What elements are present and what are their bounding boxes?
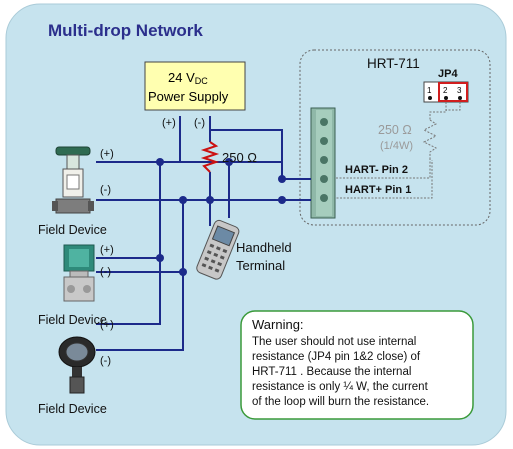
internal-resistor-value: 250 Ω <box>378 123 412 137</box>
warning-box <box>240 310 474 420</box>
handheld-terminal-icon <box>196 219 240 280</box>
power-supply-plus-label: (+) <box>162 117 176 129</box>
jp4-pin-1: 1 <box>427 86 432 95</box>
warning-line-5: of the loop will burn the resistance. <box>252 396 429 408</box>
warning-line-4: resistance is only ¼ W, the current <box>252 381 429 393</box>
power-supply-voltage: 24 VDC <box>168 70 208 86</box>
handheld-terminal-label-1: Handheld <box>236 240 292 255</box>
power-supply-box <box>144 61 246 111</box>
power-supply-voltage-sub: DC <box>195 76 208 86</box>
hrt711-module-label: HRT-711 <box>367 56 420 71</box>
warning-line-3: HRT-711 . Because the internal <box>252 366 411 378</box>
field-device-3-minus: (-) <box>100 355 111 367</box>
field-device-1-valve <box>52 146 94 214</box>
hrt711-module-box <box>299 49 491 226</box>
field-device-3-plus: (+) <box>100 319 114 331</box>
field-device-1-minus: (-) <box>100 184 111 196</box>
loop-resistor-value: 250 Ω <box>222 150 257 165</box>
jp4-pin-dot-1 <box>428 96 432 100</box>
warning-line-2: resistance (JP4 pin 1&2 close) of <box>252 351 421 363</box>
field-device-2-label: Field Device <box>38 313 107 327</box>
wire-junctions <box>156 158 286 276</box>
internal-resistor-rating: (1/4W) <box>380 140 413 152</box>
internal-resistor <box>326 102 461 179</box>
field-device-3-gauge <box>58 336 96 394</box>
jp4-pin-dot-3 <box>458 96 462 100</box>
network-wires <box>96 116 311 351</box>
jp4-pin-dot-2 <box>444 96 448 100</box>
hart-plus-label: HART+ Pin 1 <box>345 184 411 196</box>
jp4-pin-3: 3 <box>457 86 462 95</box>
field-device-1-label: Field Device <box>38 223 107 237</box>
warning-line-1: The user should not use internal <box>252 336 416 348</box>
field-device-2-plus: (+) <box>100 244 114 256</box>
field-device-2-transmitter <box>63 244 95 302</box>
terminal-block <box>310 107 336 219</box>
jp4-pin-2: 2 <box>443 86 448 95</box>
loop-resistor <box>200 141 220 173</box>
hart-plus-trace <box>326 160 433 199</box>
diagram-title: Multi-drop Network <box>48 21 203 40</box>
field-device-3-label: Field Device <box>38 402 107 416</box>
field-device-2-minus: (-) <box>100 266 111 278</box>
jp4-label: JP4 <box>438 68 458 80</box>
field-device-1-plus: (+) <box>100 148 114 160</box>
hart-minus-label: HART- Pin 2 <box>345 164 408 176</box>
power-supply-label: Power Supply <box>148 89 229 104</box>
handheld-terminal-label-2: Terminal <box>236 258 285 273</box>
power-supply-minus-label: (-) <box>194 117 205 129</box>
warning-heading: Warning: <box>252 317 304 332</box>
jp4-jumper-cap <box>438 82 468 102</box>
